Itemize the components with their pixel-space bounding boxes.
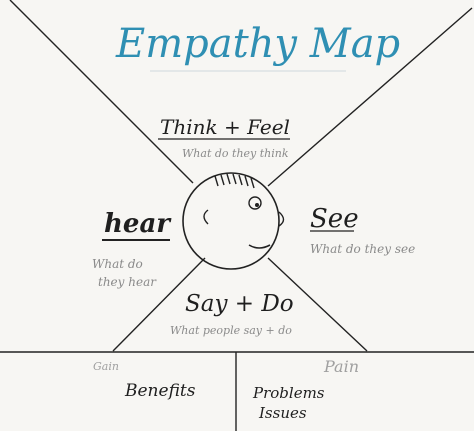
diagonal-top-left: [9, 0, 194, 184]
say-do-prompt: What people say + do: [170, 324, 292, 337]
diagonal-bottom-left: [112, 257, 206, 352]
see-label: See: [310, 204, 359, 234]
gain-label: Gain: [93, 360, 119, 373]
pain-text-line1: Problems: [253, 384, 325, 402]
diagonal-bottom-right: [267, 257, 368, 352]
diagonal-top-right: [267, 7, 473, 187]
think-feel-prompt: What do they think: [182, 147, 289, 160]
pain-label: Pain: [324, 357, 360, 376]
think-feel-label: Think + Feel: [160, 115, 290, 139]
hear-prompt-line2: they hear: [98, 275, 156, 289]
hear-label: hear: [104, 209, 170, 239]
gain-text: Benefits: [125, 381, 196, 401]
pain-text-line2: Issues: [259, 404, 307, 422]
see-prompt: What do they see: [310, 242, 416, 256]
hear-prompt-line1: What do: [92, 257, 143, 271]
say-do-label: Say + Do: [185, 291, 294, 317]
diagram-title: Empathy Map: [116, 21, 401, 67]
head-icon: [182, 172, 285, 270]
